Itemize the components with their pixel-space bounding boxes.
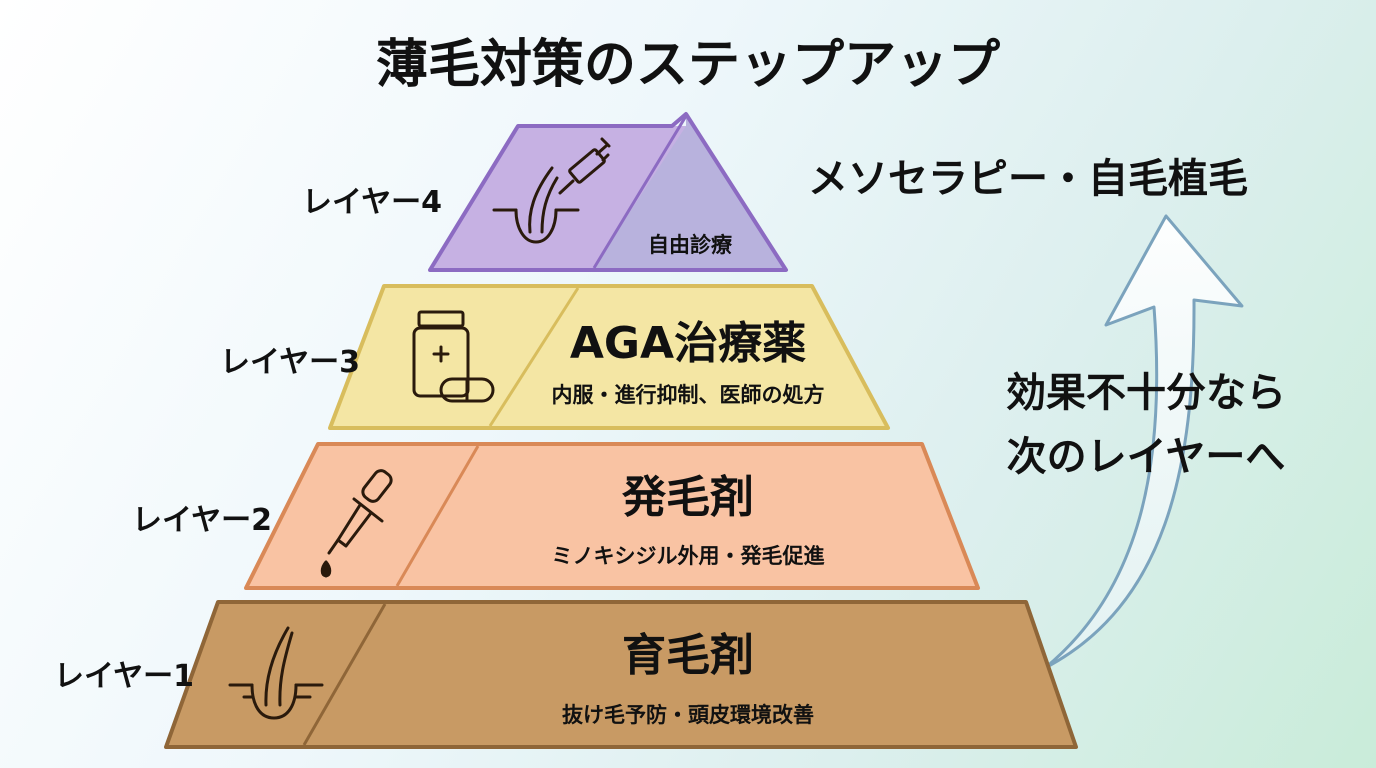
pyramid-layer-3: AGA治療薬 内服・進行抑制、医師の処方 <box>328 284 890 430</box>
medicine-bottle-icon <box>412 310 495 403</box>
hair-follicle-icon <box>228 626 324 720</box>
layer-4-description: メソセラピー・自毛植毛 <box>808 156 1248 202</box>
page-title: 薄毛対策のステップアップ <box>376 35 1000 95</box>
layer-4-label: レイヤー4 <box>302 185 442 220</box>
pyramid-layer-1: 育毛剤 抜け毛予防・頭皮環境改善 <box>164 600 1078 749</box>
layer-1-name: 育毛剤 <box>622 630 754 681</box>
layer-3-label: レイヤー3 <box>220 345 360 380</box>
layer-2-label: レイヤー2 <box>132 503 272 538</box>
layer-3-name: AGA治療薬 <box>570 318 806 369</box>
layer-3-desc: 内服・進行抑制、医師の処方 <box>552 383 825 407</box>
pyramid-layer-2: 発毛剤 ミノキシジル外用・発毛促進 <box>244 442 980 590</box>
up-arrow-icon <box>1043 214 1244 670</box>
layer-1-label: レイヤー1 <box>54 659 194 694</box>
pyramid-layer-4: 自由診療 <box>428 112 788 272</box>
side-text-line2: 次のレイヤーへ <box>1007 434 1286 480</box>
syringe-hair-icon <box>492 137 611 244</box>
dropper-icon <box>320 469 393 578</box>
layer-2-desc: ミノキシジル外用・発毛促進 <box>552 544 825 568</box>
layer-2-name: 発毛剤 <box>621 472 754 523</box>
side-text-line1: 効果不十分なら <box>1006 370 1286 416</box>
layer-1-desc: 抜け毛予防・頭皮環境改善 <box>562 703 814 727</box>
layer-4-tag: 自由診療 <box>648 233 733 257</box>
